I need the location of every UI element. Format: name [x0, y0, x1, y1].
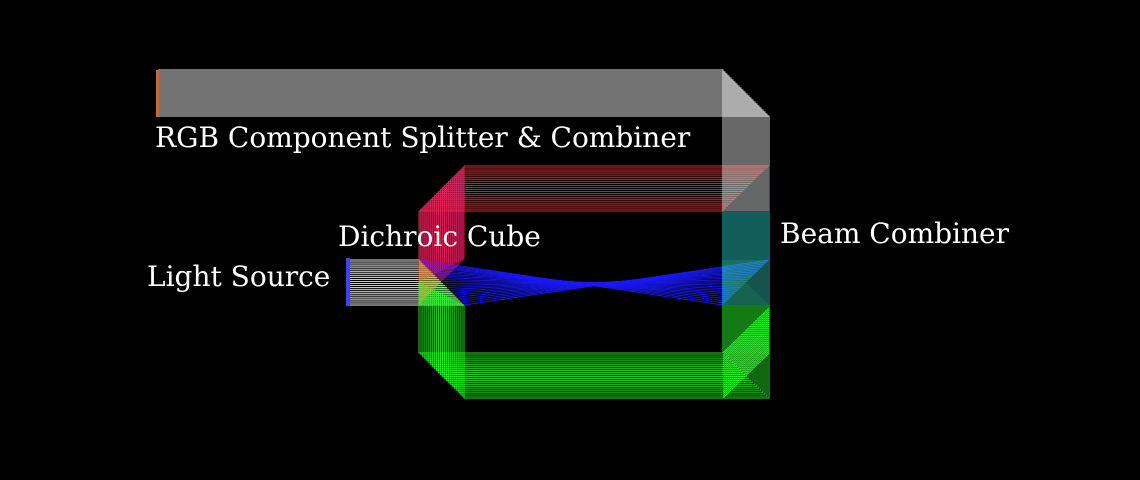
- green-diagonal-beam: [722, 307, 770, 399]
- light-source-bar-icon: [346, 258, 350, 306]
- combiner-blue-overlap: [723, 260, 769, 305]
- light-source-label: Light Source: [147, 260, 331, 293]
- cube-yellow-overlap: [419, 260, 441, 305]
- blue-beam: [419, 259, 770, 306]
- cube-red-overlap: [419, 166, 464, 282]
- output-aperture-icon: [156, 70, 159, 117]
- beam-combiner-label: Beam Combiner: [780, 217, 1009, 250]
- diagram-title: RGB Component Splitter & Combiner: [155, 121, 691, 154]
- white-output-beam: [158, 69, 770, 211]
- combined-column-beam: [722, 166, 770, 305]
- combiner-pink-overlap: [723, 166, 769, 211]
- dichroic-cube-label: Dichroic Cube: [338, 220, 541, 253]
- green-beam: [418, 260, 770, 399]
- red-beam: [418, 165, 769, 282]
- beam-bundles: [156, 69, 770, 399]
